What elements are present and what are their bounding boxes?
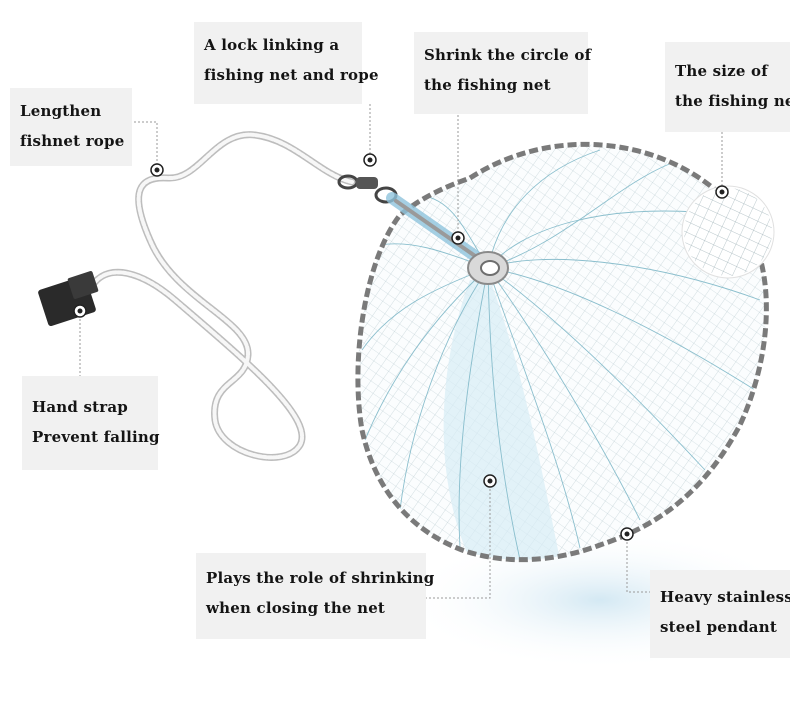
label-shrink-circle: Shrink the circle of the fishing net [414, 32, 592, 114]
fishing-net [355, 142, 769, 563]
steel-pendant-rim [355, 142, 769, 563]
label-steel-pendant: Heavy stainless steel pendant [650, 570, 790, 658]
label-line: fishing net and rope [204, 66, 379, 84]
label-line: Plays the role of shrinking [206, 569, 435, 587]
label-line: Heavy stainless [660, 588, 790, 606]
center-ring [467, 251, 509, 285]
mesh-detail-circle [681, 185, 775, 279]
leader-lines [79, 104, 723, 599]
label-line: Lengthen [20, 102, 102, 120]
label-line: the fishing net [424, 76, 551, 94]
label-shrinking-role: Plays the role of shrinking when closing… [196, 553, 435, 639]
label-line: The size of [675, 62, 768, 80]
label-line: Hand strap [32, 398, 128, 416]
label-line: Prevent falling [32, 428, 160, 446]
label-line: A lock linking a [204, 36, 340, 54]
lock-swivel [337, 174, 484, 264]
hand-strap-clip [38, 271, 99, 327]
label-lengthen-rope: Lengthen fishnet rope [10, 88, 132, 166]
rope [91, 131, 356, 461]
label-line: steel pendant [660, 618, 777, 636]
label-net-size: The size of the fishing net [665, 42, 790, 132]
label-line: fishnet rope [20, 132, 125, 150]
label-line: when closing the net [206, 599, 386, 617]
label-line: Shrink the circle of [424, 46, 592, 64]
label-line: the fishing net [675, 92, 790, 110]
label-lock: A lock linking a fishing net and rope [194, 22, 379, 104]
label-hand-strap: Hand strap Prevent falling [22, 376, 160, 470]
